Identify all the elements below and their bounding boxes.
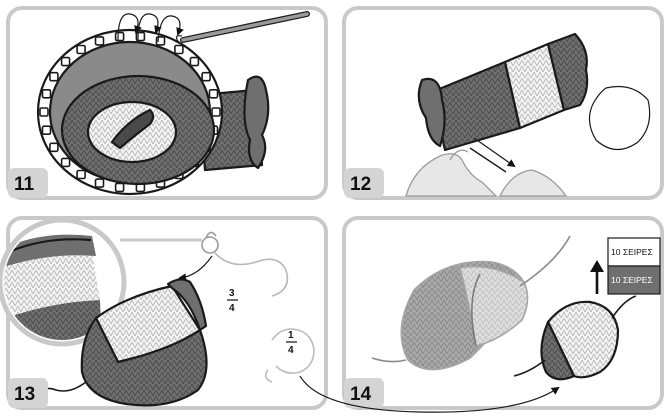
legend-label-dark: 10 ΣΕΙΡΕΣ	[611, 275, 653, 285]
panel-step-12: 12	[344, 8, 662, 198]
loom-peg	[77, 46, 85, 54]
loom-peg	[40, 108, 48, 116]
panel-step-14: 10 ΣΕΙΡΕΣ 10 ΣΕΙΡΕΣ 14	[344, 218, 662, 408]
loom-peg	[50, 73, 58, 81]
svg-text:4: 4	[288, 345, 294, 356]
step-number: 14	[350, 384, 372, 405]
step-number: 11	[14, 174, 35, 195]
loom-peg	[210, 90, 218, 98]
loom-peg	[43, 126, 51, 134]
loom-peg	[50, 143, 58, 151]
loom-peg	[96, 179, 104, 187]
step-number: 12	[350, 174, 371, 195]
loom-peg	[43, 90, 51, 98]
svg-text:3: 3	[229, 288, 235, 299]
magnifier-dot	[52, 218, 58, 221]
loom-peg	[77, 171, 85, 179]
step-number: 13	[14, 384, 35, 405]
magnifier-dot	[40, 222, 46, 225]
loom-peg	[62, 158, 70, 166]
loom-peg	[212, 108, 220, 116]
loom-peg	[116, 183, 124, 191]
panel-step-13: 3 4 1 4 13	[0, 216, 326, 408]
svg-text:4: 4	[229, 303, 235, 314]
loom-peg	[190, 58, 198, 66]
magnifier-dot	[64, 216, 70, 219]
loom-peg	[62, 58, 70, 66]
loom-peg	[96, 37, 104, 45]
panel-step-11: 11	[8, 8, 326, 198]
legend-label-light: 10 ΣΕΙΡΕΣ	[611, 247, 653, 257]
loom-icon	[38, 30, 222, 194]
loom-peg	[202, 73, 210, 81]
loom-peg	[175, 46, 183, 54]
loom-peg	[116, 33, 124, 41]
svg-text:1: 1	[288, 330, 294, 341]
